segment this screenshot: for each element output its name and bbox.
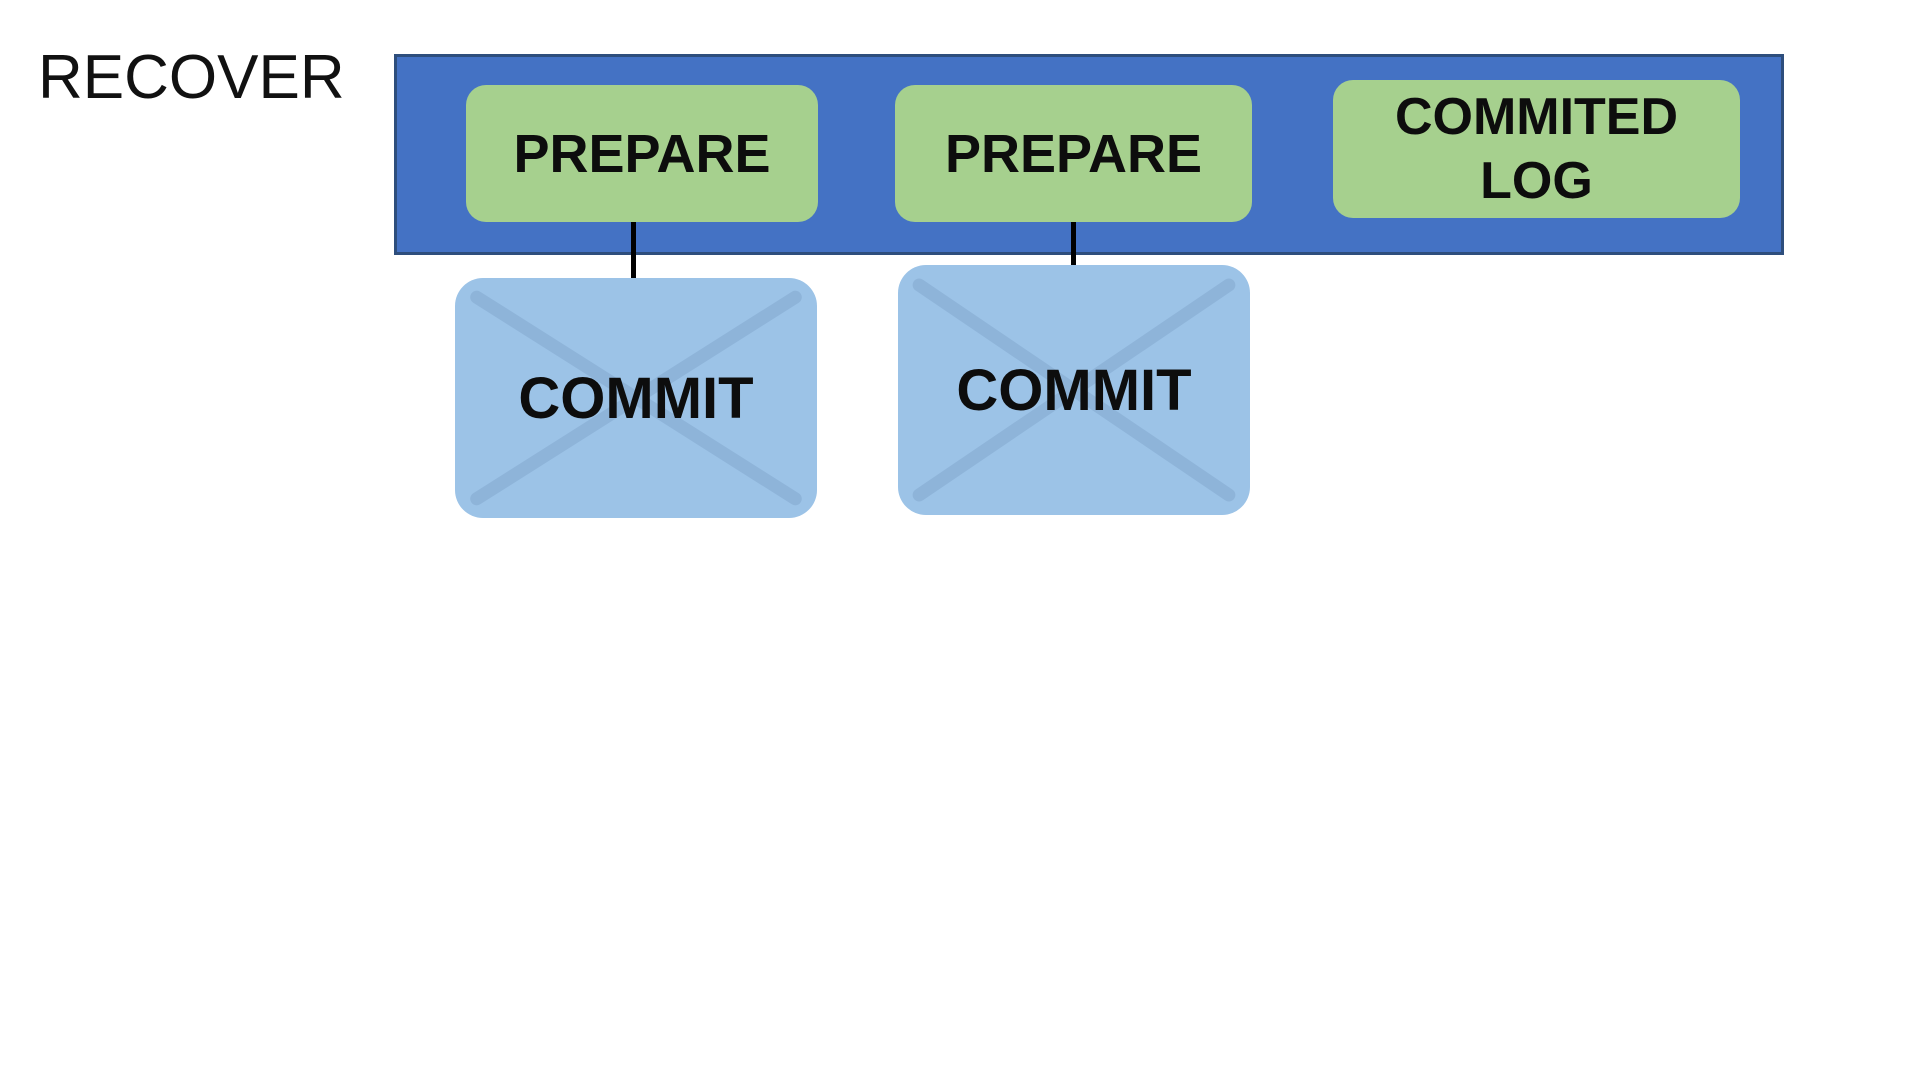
node-commit-1: COMMIT <box>455 278 817 518</box>
connector-prepare2-commit2 <box>1071 222 1076 265</box>
node-commited-log-label-line2: LOG <box>1480 152 1593 210</box>
node-prepare-2: PREPARE <box>895 85 1252 222</box>
node-commited-log: COMMITED LOG <box>1333 80 1740 218</box>
node-commit-2: COMMIT <box>898 265 1250 515</box>
connector-prepare1-commit1 <box>631 222 636 278</box>
node-prepare-1: PREPARE <box>466 85 818 222</box>
node-commited-log-label-line1: COMMITED <box>1394 88 1679 146</box>
diagram-title: RECOVER <box>38 43 345 112</box>
node-commit-2-label: COMMIT <box>956 357 1192 423</box>
node-commit-1-label: COMMIT <box>518 365 754 431</box>
node-prepare-2-label: PREPARE <box>944 123 1203 184</box>
node-prepare-1-label: PREPARE <box>513 123 771 184</box>
